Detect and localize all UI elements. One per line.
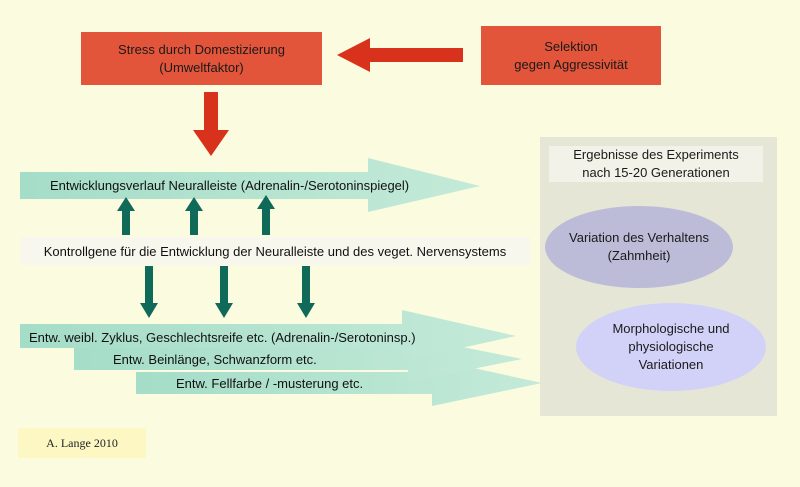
neural-crest-label: Entwicklungsverlauf Neuralleiste (Adrena… bbox=[50, 178, 409, 193]
results-title: Ergebnisse des Experiments nach 15-20 Ge… bbox=[549, 146, 763, 182]
results-title-label: Ergebnisse des Experiments nach 15-20 Ge… bbox=[573, 147, 739, 180]
behavior-oval: Variation des Verhaltens (Zahmheit) bbox=[545, 206, 733, 288]
credit-box: A. Lange 2010 bbox=[18, 428, 146, 458]
control-genes-label: Kontrollgene für die Entwicklung der Neu… bbox=[43, 243, 507, 259]
behavior-label: Variation des Verhaltens (Zahmheit) bbox=[569, 230, 709, 263]
selection-label: Selektion gegen Aggressivität bbox=[514, 38, 628, 72]
control-genes-bar: Kontrollgene für die Entwicklung der Neu… bbox=[20, 237, 530, 265]
morphology-oval: Morphologische und physiologische Variat… bbox=[576, 303, 766, 391]
selection-box: Selektion gegen Aggressivität bbox=[481, 26, 661, 85]
selection-to-stress-arrow bbox=[337, 38, 463, 72]
down-arrow-2 bbox=[215, 266, 233, 318]
stress-label: Stress durch Domestizierung (Umweltfakto… bbox=[118, 41, 285, 75]
stress-down-arrow bbox=[193, 92, 229, 156]
legs-label: Entw. Beinlänge, Schwanzform etc. bbox=[113, 352, 317, 367]
down-arrow-1 bbox=[140, 266, 158, 318]
cycle-arrow bbox=[20, 310, 516, 361]
fur-label: Entw. Fellfarbe / -musterung etc. bbox=[176, 376, 363, 391]
up-arrow-2 bbox=[185, 197, 203, 235]
down-arrow-3 bbox=[297, 266, 315, 318]
stress-box: Stress durch Domestizierung (Umweltfakto… bbox=[81, 32, 322, 85]
morphology-label: Morphologische und physiologische Variat… bbox=[612, 321, 730, 372]
cycle-label: Entw. weibl. Zyklus, Geschlechtsreife et… bbox=[29, 330, 416, 345]
credit-label: A. Lange 2010 bbox=[46, 435, 118, 450]
neural-crest-arrow bbox=[20, 158, 480, 212]
up-arrow-1 bbox=[117, 197, 135, 235]
up-arrow-3 bbox=[257, 195, 275, 235]
